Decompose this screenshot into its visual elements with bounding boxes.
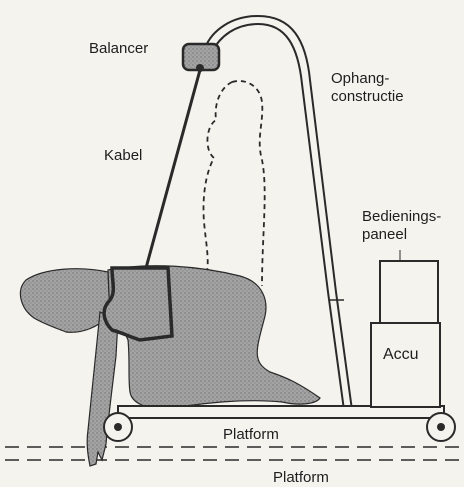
label-balancer: Balancer (89, 40, 148, 58)
cable (146, 70, 200, 268)
upright-figure-outline (203, 81, 264, 286)
label-ophang-line1: Ophang- (331, 70, 404, 88)
label-platform-floor: Platform (273, 469, 329, 487)
label-bediening-line1: Bedienings- (362, 208, 441, 226)
balancer-unit (183, 44, 219, 72)
label-accu: Accu (383, 346, 419, 364)
label-ophangconstructie: Ophang- constructie (331, 70, 404, 106)
label-ophang-line2: constructie (331, 88, 404, 106)
control-panel-box (380, 261, 438, 323)
label-platform-cart: Platform (223, 426, 279, 444)
harness-vest (104, 268, 172, 340)
figure-arm (87, 312, 118, 466)
figure-upper-body (20, 269, 110, 333)
platform-cart (104, 406, 455, 441)
label-bediening-line2: paneel (362, 226, 441, 244)
label-kabel: Kabel (104, 147, 142, 165)
label-bedieningspaneel: Bedienings- paneel (362, 208, 441, 244)
battery-box (371, 323, 440, 407)
